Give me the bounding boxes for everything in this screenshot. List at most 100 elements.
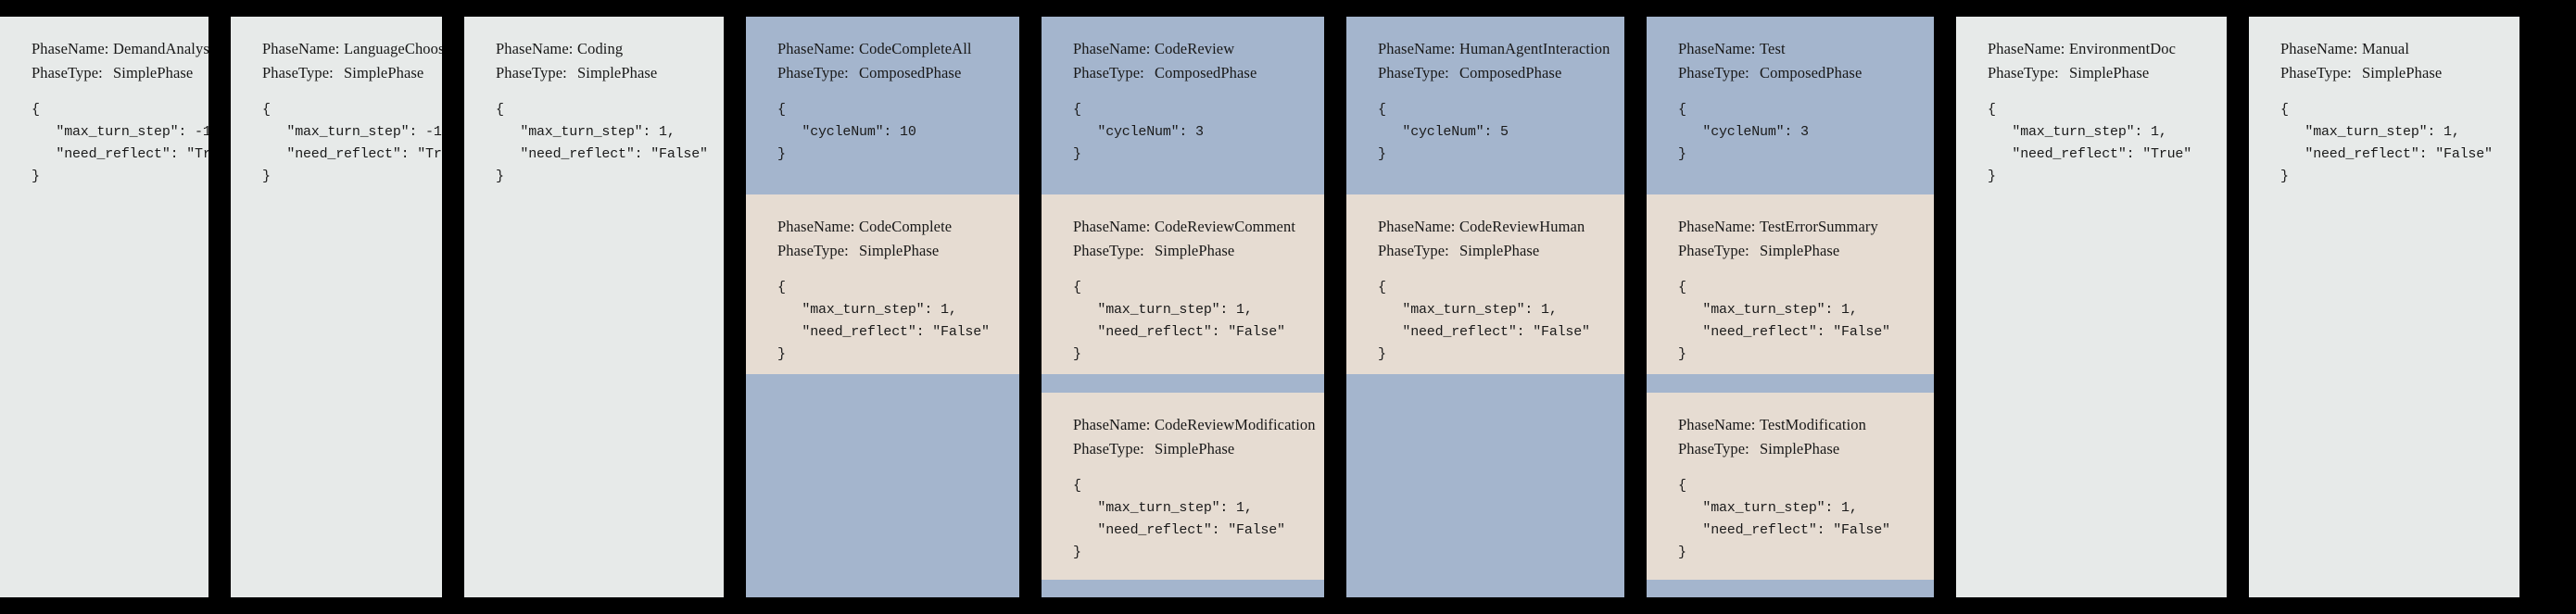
phase-type-value: SimplePhase bbox=[113, 63, 194, 81]
phase-name-label: PhaseName: bbox=[777, 40, 855, 57]
phase-type-value: SimplePhase bbox=[2362, 63, 2443, 81]
phase-name-label: PhaseName: bbox=[1073, 218, 1151, 235]
phase-name-label: PhaseName: bbox=[1678, 218, 1756, 235]
simple-phase-section: PhaseName:DemandAnalysisPhaseType: Simple… bbox=[0, 17, 208, 597]
panel-gutter bbox=[1324, 17, 1346, 597]
phase-name-value: Coding bbox=[577, 40, 624, 57]
phase-name-label: PhaseName: bbox=[1073, 416, 1151, 433]
panel-gutter bbox=[1934, 17, 1956, 597]
phase-type-label: PhaseType: bbox=[1073, 241, 1144, 259]
phase-name-value: CodeReviewModification bbox=[1155, 416, 1316, 433]
phase-type-label: PhaseType: bbox=[1678, 63, 1749, 81]
phase-type-label: PhaseType: bbox=[777, 63, 849, 81]
phase-type-value: ComposedPhase bbox=[1155, 63, 1257, 81]
phase-type-row: PhaseType:SimplePhase bbox=[777, 239, 1019, 263]
phase-type-value: SimplePhase bbox=[859, 241, 940, 259]
phase-type-row: PhaseType:SimplePhase bbox=[1678, 437, 1934, 461]
panel-gutter bbox=[1019, 17, 1042, 597]
phase-name-value: CodeComplete bbox=[859, 218, 953, 235]
phase-panel-demand-analysis[interactable]: PhaseName:DemandAnalysisPhaseType: Simple… bbox=[0, 17, 208, 597]
phase-name-row: PhaseName:HumanAgentInteraction bbox=[1378, 37, 1624, 61]
phase-config-json: { "max_turn_step": 1, "need_reflect": "F… bbox=[1678, 478, 1890, 561]
phase-name-row: PhaseName:DemandAnalysis bbox=[32, 37, 208, 61]
composed-phase-filler bbox=[1647, 580, 1934, 597]
phase-config-json: { "max_turn_step": 1, "need_reflect": "F… bbox=[777, 280, 990, 363]
phase-name-value: TestErrorSummary bbox=[1760, 218, 1878, 235]
phase-type-value: SimplePhase bbox=[1155, 241, 1235, 259]
phase-name-row: PhaseName:EnvironmentDoc bbox=[1988, 37, 2227, 61]
phase-type-value: ComposedPhase bbox=[1760, 63, 1863, 81]
phase-name-value: DemandAnalysis bbox=[113, 40, 208, 57]
phase-type-row: PhaseType:SimplePhase bbox=[1988, 61, 2227, 85]
phase-name-label: PhaseName: bbox=[777, 218, 855, 235]
composed-phase-filler bbox=[1647, 374, 1934, 393]
phase-name-value: CodeCompleteAll bbox=[859, 40, 972, 57]
phase-type-row: PhaseType:SimplePhase bbox=[1678, 239, 1934, 263]
phase-config-json: { "max_turn_step": 1, "need_reflect": "F… bbox=[1378, 280, 1590, 363]
phase-type-label: PhaseType: bbox=[262, 63, 334, 81]
phase-type-label: PhaseType: bbox=[2280, 63, 2352, 81]
phase-type-label: PhaseType: bbox=[32, 63, 103, 81]
phase-type-row: PhaseType: ComposedPhase bbox=[1678, 61, 1934, 85]
phase-name-label: PhaseName: bbox=[32, 40, 109, 57]
phase-section-body: PhaseName:DemandAnalysisPhaseType: Simple… bbox=[0, 17, 208, 188]
phase-config-json: { "max_turn_step": -1, "need_reflect": "… bbox=[32, 102, 208, 185]
composed-phase-filler bbox=[1042, 580, 1324, 597]
phase-name-value: Test bbox=[1760, 40, 1786, 57]
phase-name-row: PhaseName:Test bbox=[1678, 37, 1934, 61]
phase-type-row: PhaseType:SimplePhase bbox=[262, 61, 442, 85]
composed-phase-filler bbox=[1346, 374, 1624, 597]
phase-config-json: { "cycleNum": 3 } bbox=[1073, 102, 1204, 163]
phase-type-value: SimplePhase bbox=[577, 63, 658, 81]
composed-phase-filler bbox=[746, 374, 1019, 597]
phase-name-value: CodeReviewComment bbox=[1155, 218, 1296, 235]
phase-name-label: PhaseName: bbox=[496, 40, 574, 57]
phase-config-json: { "max_turn_step": 1, "need_reflect": "F… bbox=[1073, 280, 1285, 363]
phase-config-json: { "max_turn_step": 1, "need_reflect": "F… bbox=[496, 102, 708, 185]
phase-name-label: PhaseName: bbox=[1678, 40, 1756, 57]
phase-name-value: Manual bbox=[2362, 40, 2410, 57]
phase-type-label: PhaseType: bbox=[1378, 241, 1449, 259]
phase-name-label: PhaseName: bbox=[1073, 40, 1151, 57]
phase-config-json: { "cycleNum": 3 } bbox=[1678, 102, 1809, 163]
phase-name-row: PhaseName:CodeComplete bbox=[777, 215, 1019, 239]
phase-config-json: { "max_turn_step": 1, "need_reflect": "F… bbox=[2280, 102, 2493, 185]
phase-config-json: { "max_turn_step": 1, "need_reflect": "F… bbox=[1678, 280, 1890, 363]
phase-name-value: HumanAgentInteraction bbox=[1459, 40, 1610, 57]
phase-type-label: PhaseType: bbox=[1378, 63, 1449, 81]
phase-type-row: PhaseType:SimplePhase bbox=[1073, 437, 1324, 461]
phase-name-label: PhaseName: bbox=[262, 40, 340, 57]
phase-name-row: PhaseName:Coding bbox=[496, 37, 724, 61]
phase-name-row: PhaseName:TestModification bbox=[1678, 413, 1934, 437]
phase-name-row: PhaseName:CodeCompleteAll bbox=[777, 37, 1019, 61]
phase-name-value: CodeReview bbox=[1155, 40, 1235, 57]
phase-name-label: PhaseName: bbox=[1678, 416, 1756, 433]
phase-name-row: PhaseName:CodeReview bbox=[1073, 37, 1324, 61]
phase-name-label: PhaseName: bbox=[1378, 40, 1456, 57]
phase-name-value: LanguageChoose bbox=[344, 40, 442, 57]
phase-type-value: SimplePhase bbox=[1760, 241, 1840, 259]
phase-config-json: { "max_turn_step": 1, "need_reflect": "F… bbox=[1073, 478, 1285, 561]
phase-config-json: { "cycleNum": 5 } bbox=[1378, 102, 1509, 163]
